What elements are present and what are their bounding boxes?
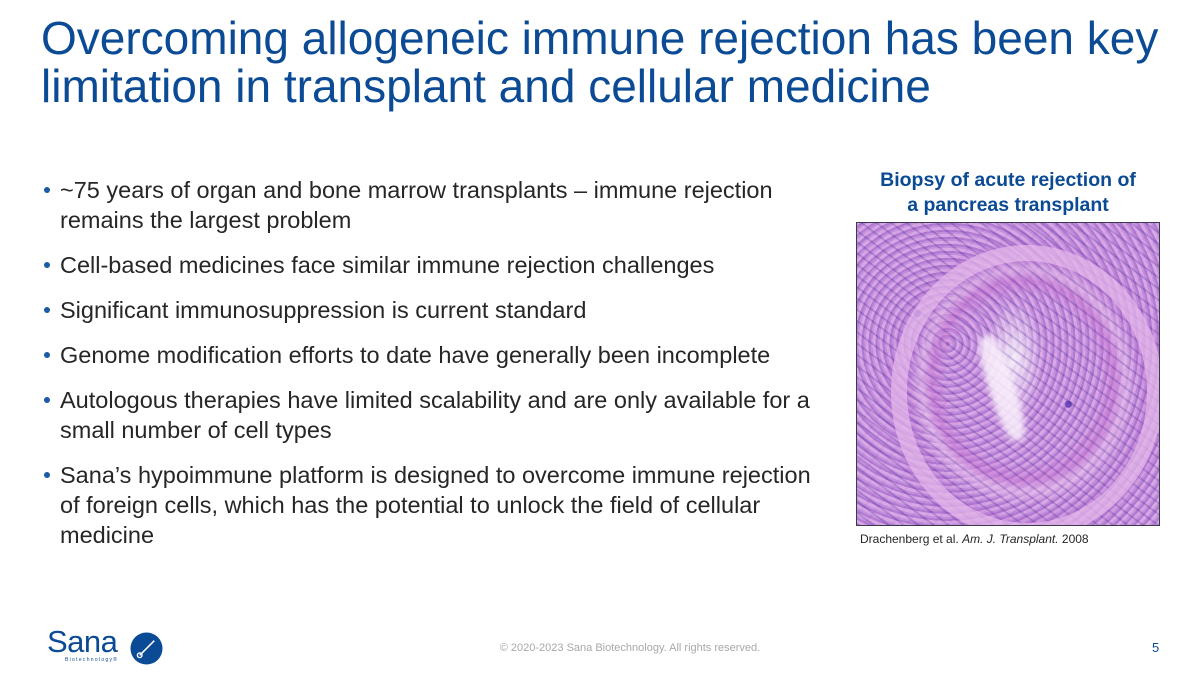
bullet-item: Sana’s hypoimmune platform is designed t… xyxy=(44,460,844,550)
copyright-notice: © 2020-2023 Sana Biotechnology. All righ… xyxy=(499,642,761,654)
logo-subtitle: Biotechnology® xyxy=(65,657,119,663)
bullet-dot-icon xyxy=(44,352,50,358)
bullet-dot-icon xyxy=(44,472,50,478)
bullet-list: ~75 years of organ and bone marrow trans… xyxy=(44,175,844,565)
bullet-item: Cell-based medicines face similar immune… xyxy=(44,250,844,280)
bullet-item: Genome modification efforts to date have… xyxy=(44,340,844,370)
slide-title-line-1: Overcoming allogeneic immune rejection h… xyxy=(41,12,1159,64)
slide-title: Overcoming allogeneic immune rejection h… xyxy=(41,14,1171,110)
bullet-item: Significant immunosuppression is current… xyxy=(44,295,844,325)
logo-wordmark: Sana xyxy=(47,624,118,659)
bullet-item: ~75 years of organ and bone marrow trans… xyxy=(44,175,844,235)
bullet-item: Autologous therapies have limited scalab… xyxy=(44,385,844,445)
logo-dial-icon xyxy=(130,632,163,665)
biopsy-micrograph-image xyxy=(856,222,1160,526)
page-number: 5 xyxy=(1152,640,1160,655)
bullet-dot-icon xyxy=(44,397,50,403)
figure-citation: Drachenberg et al. Am. J. Transplant. 20… xyxy=(860,532,1089,546)
bullet-dot-icon xyxy=(44,187,50,193)
sana-logo: Sana Biotechnology® xyxy=(47,624,167,668)
slide-title-line-2: limitation in transplant and cellular me… xyxy=(41,60,931,112)
figure-caption: Biopsy of acute rejection of a pancreas … xyxy=(880,169,1136,216)
bullet-dot-icon xyxy=(44,307,50,313)
bullet-dot-icon xyxy=(44,262,50,268)
